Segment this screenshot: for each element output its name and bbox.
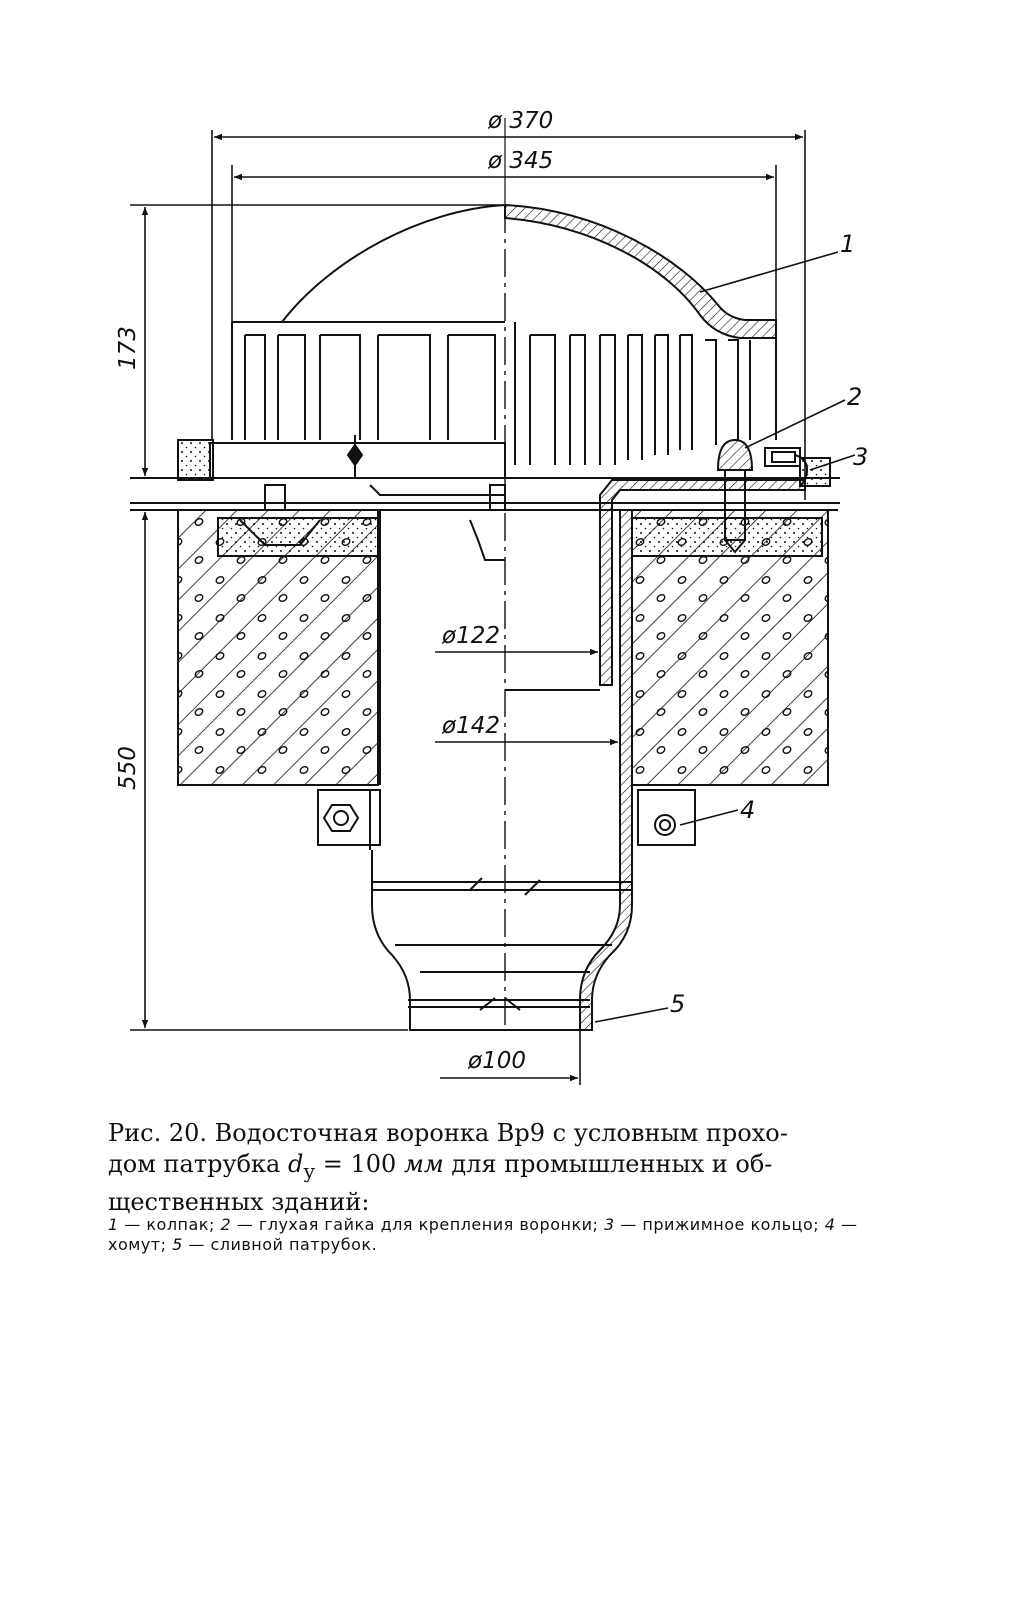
leader-5: 5 [670,990,685,1018]
legend-number: 4 [824,1215,836,1234]
caption-text: для промышленных и об- [443,1150,773,1178]
caption-unit: мм [403,1150,444,1178]
legend-text: — сливной патрубок. [182,1235,378,1254]
screed-layer-left [177,439,214,481]
figure-legend: 1 — колпак; 2 — глухая гайка для креплен… [108,1215,888,1255]
legend-text: — глухая гайка для крепления воронки; [231,1215,604,1234]
leader-4: 4 [740,796,755,824]
legend-number: 1 [108,1215,119,1234]
outlet-pipe [371,850,632,1031]
insulation-left [217,517,379,557]
caption-text: дом патрубка [108,1150,288,1178]
leader-1: 1 [840,230,855,258]
legend-number: 3 [604,1215,615,1234]
dimension-100: ø100 [467,1048,526,1074]
leader-lines [594,251,856,1023]
cap-dome [281,203,777,339]
figure-caption: Рис. 20. Водосточная воронка Вр9 с услов… [108,1118,888,1218]
caption-symbol: d [287,1150,304,1178]
dimension-550: 550 [115,746,141,790]
legend-text: — хомут; [108,1215,858,1254]
clamp [317,789,696,850]
caption-line-1: Рис. 20. Водосточная воронка Вр9 с услов… [108,1119,788,1147]
dimension-370: ø 370 [487,108,553,134]
dimension-345: ø 345 [487,148,553,174]
dimension-142: ø142 [441,713,500,739]
funnel-drawing: ø 370 ø 345 173 550 ø122 ø142 ø100 1 2 3… [115,108,868,1085]
insulation-right [631,517,823,557]
cap-ribs [231,321,777,465]
legend-text: — прижимное кольцо; [614,1215,825,1234]
legend-text: — колпак; [118,1215,221,1234]
legend-number: 2 [220,1215,232,1234]
dimension-173: 173 [115,326,141,370]
caption-line-3: щественных зданий: [108,1187,370,1216]
dimension-lines [130,130,806,1085]
caption-subscript: у [303,1158,316,1183]
leader-2: 2 [847,383,862,411]
nut-and-ring [716,438,808,554]
legend-number: 5 [172,1235,183,1254]
dimension-122: ø122 [441,623,500,649]
caption-line-2: дом патрубка dу = 100 мм для промышленны… [108,1149,888,1187]
caption-text: = 100 [315,1150,404,1178]
leader-3: 3 [853,443,868,471]
